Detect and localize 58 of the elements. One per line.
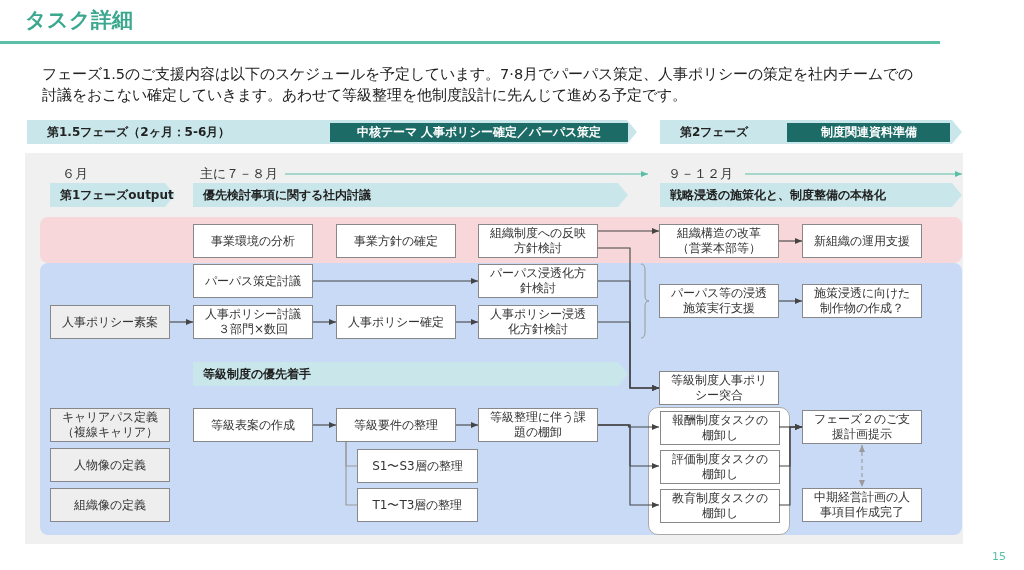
task-box: 人事ポリシー浸透化方針検討 (478, 305, 598, 339)
task-box: 新組織の運用支援 (802, 224, 922, 258)
stage-banner: 第1フェーズoutput (50, 183, 175, 207)
output-box: 人事ポリシー素案 (50, 305, 170, 339)
month-label: ６月 (62, 165, 88, 183)
task-box: 等級制度人事ポリシー突合 (659, 371, 779, 405)
arrow (778, 424, 803, 506)
arrow (597, 321, 660, 391)
arrow (859, 444, 865, 488)
arrow (312, 319, 337, 325)
task-box: S1〜S3層の整理 (357, 449, 478, 483)
arrow (312, 278, 479, 284)
phase-title: 第1.5フェーズ（2ヶ月：5-6月） (46, 123, 231, 141)
phase-title: 第2フェーズ (679, 123, 749, 141)
arrow (597, 228, 660, 234)
arrow (778, 238, 803, 244)
intro-paragraph: フェーズ1.5のご支援内容は以下のスケジュールを予定しています。7·8月でパーパス策定、人事ポリシーの策定を社内チームでの討議をおこない確定していきます。あわせて等級整理を他制度設計に先んじて進める予定です。 (42, 65, 915, 105)
month-label: 主に７－８月 (200, 165, 278, 183)
theme-tag: 制度関連資料準備 (787, 123, 950, 142)
stage-banner: 優先検討事項に関する社内討議 (193, 183, 628, 207)
page-title: タスク詳細 (25, 7, 133, 34)
arrow (778, 298, 803, 304)
task-box: 人事ポリシー討議３部門×数回 (193, 305, 313, 339)
page-number: 15 (992, 550, 1006, 563)
stage-banner: 戦略浸透の施策化と、制度整備の本格化 (660, 183, 962, 207)
arrow (455, 319, 479, 325)
month-label: ９－１２月 (668, 165, 733, 183)
output-box: 組織像の定義 (50, 488, 170, 522)
tree-line (345, 441, 358, 506)
arrow (169, 319, 194, 325)
task-box: T1〜T3層の整理 (357, 488, 478, 522)
output-box: 人物像の定義 (50, 448, 170, 482)
phase-banner (27, 120, 637, 144)
stage-banner: 等級制度の優先着手 (193, 362, 628, 386)
task-box: 組織構造の改革（営業本部等） (659, 224, 779, 258)
task-box: 人事ポリシー確定 (336, 305, 456, 339)
task-box: 教育制度タスクの棚卸し (660, 489, 780, 523)
task-box: パーパス策定討議 (193, 264, 313, 298)
theme-tag: 中核テーマ 人事ポリシー確定／パーパス策定 (330, 123, 628, 142)
task-box: 組織制度への反映方針検討 (478, 224, 598, 258)
task-box: 事業方針の確定 (336, 224, 456, 258)
arrow (312, 422, 337, 428)
phase-banner (660, 120, 962, 144)
arrow (455, 422, 479, 428)
task-box: 施策浸透に向けた制作物の作成？ (802, 284, 922, 318)
task-box: 等級表案の作成 (193, 408, 313, 442)
task-box: パーパス浸透化方針検討 (478, 264, 598, 298)
task-box: 評価制度タスクの棚卸し (660, 450, 780, 484)
arrow (597, 424, 660, 508)
task-box: フェーズ２のご支援計画提示 (802, 410, 922, 444)
output-box: キャリアパス定義（複線キャリア） (50, 408, 170, 442)
task-box: 等級整理に伴う課題の棚卸 (478, 408, 598, 442)
task-box: 中期経営計画の人事項目作成完了 (802, 488, 922, 522)
group-container (648, 407, 790, 535)
task-box: 等級要件の整理 (336, 408, 456, 442)
task-box: 報酬制度タスクの棚卸し (660, 411, 780, 445)
task-box: パーパス等の浸透施策実行支援 (659, 284, 779, 318)
task-box: 事業環境の分析 (193, 224, 313, 258)
